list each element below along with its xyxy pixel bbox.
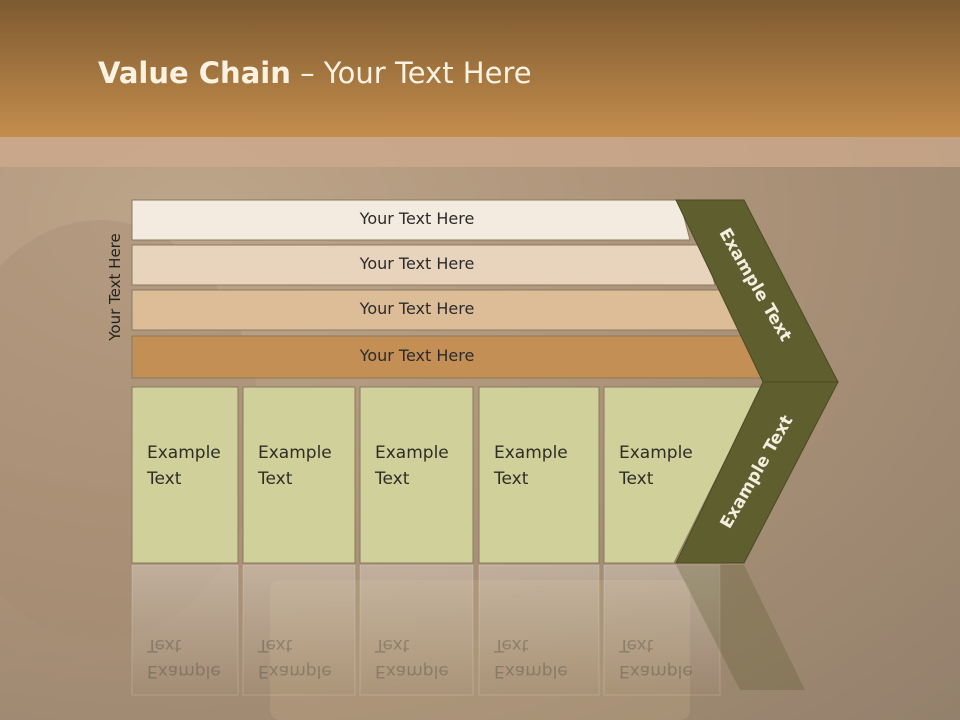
- row-label-3: Your Text Here: [359, 299, 475, 318]
- columns-group: [131, 386, 763, 564]
- chevron-group: [675, 199, 839, 564]
- rows-group: [131, 199, 764, 379]
- column-reflection-5: [603, 564, 721, 696]
- row-label-1: Your Text Here: [359, 209, 475, 228]
- column-box-3[interactable]: [359, 386, 474, 564]
- column-box-5[interactable]: [603, 386, 763, 564]
- row-label-2: Your Text Here: [359, 254, 475, 273]
- reflection-group: [131, 564, 805, 696]
- title-bold: Value Chain: [98, 56, 291, 90]
- header-strip: [0, 137, 960, 167]
- column-reflection-2: [242, 564, 356, 696]
- chevron-lower-arm[interactable]: [675, 381, 839, 564]
- slide-title[interactable]: Value Chain – Your Text Here: [98, 56, 532, 90]
- row-label-4: Your Text Here: [359, 346, 475, 365]
- header-band: [0, 0, 960, 137]
- row-bar-2[interactable]: [131, 244, 716, 286]
- column-box-4[interactable]: [478, 386, 600, 564]
- column-box-1[interactable]: [131, 386, 239, 564]
- column-reflection-1: [131, 564, 239, 696]
- title-rest: – Your Text Here: [290, 56, 532, 90]
- row-bar-1[interactable]: [131, 199, 691, 241]
- column-reflection-4: [478, 564, 600, 696]
- chevron-reflection: [676, 565, 805, 690]
- column-reflection-3: [359, 564, 474, 696]
- column-box-2[interactable]: [242, 386, 356, 564]
